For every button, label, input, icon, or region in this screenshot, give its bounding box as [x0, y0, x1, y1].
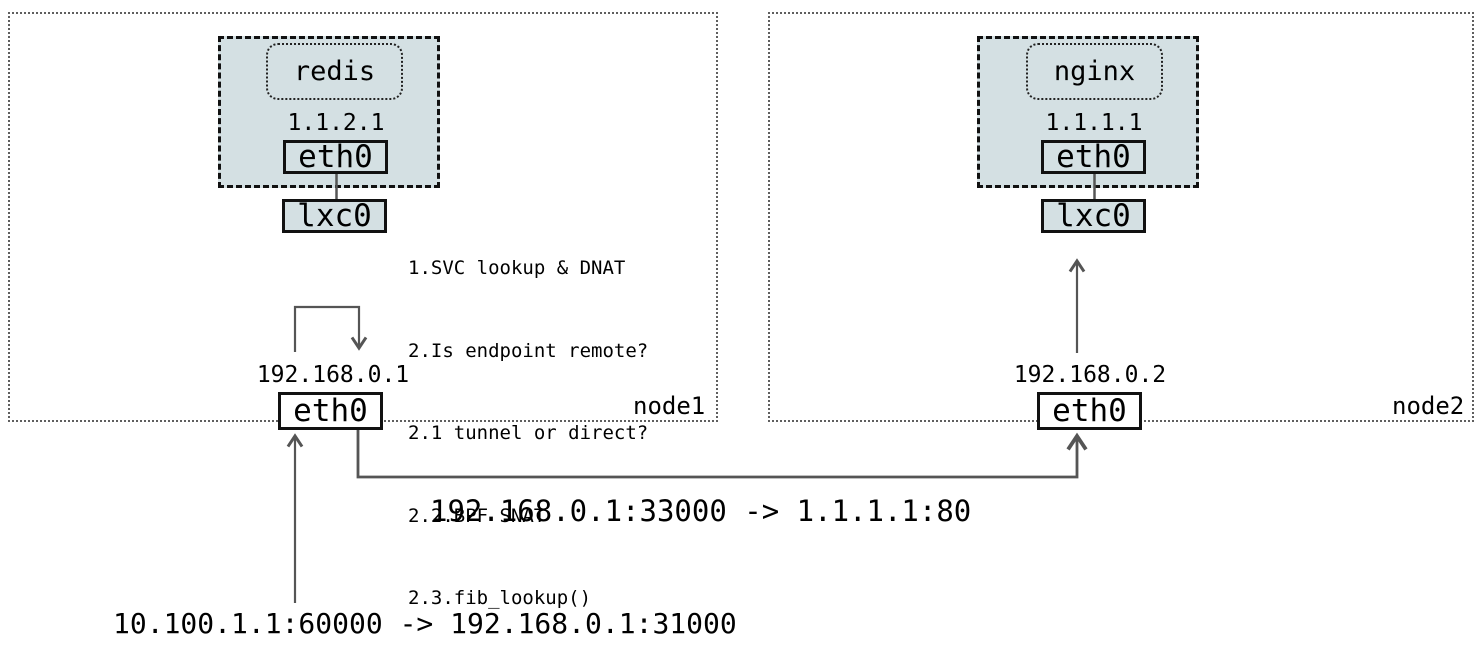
annotation-line: 2.Is endpoint remote? — [408, 339, 649, 362]
node1-host-eth0-label: eth0 — [293, 392, 368, 429]
annotation-line: 2.3.fib_lookup() — [408, 587, 592, 609]
node2-app-box: nginx — [1026, 43, 1163, 100]
node2-container-eth0-box: eth0 — [1041, 140, 1146, 174]
node2-host-eth0-box: eth0 — [1037, 392, 1142, 430]
node1-host-ip: 192.168.0.1 — [256, 362, 410, 388]
node2-host-ip: 192.168.0.2 — [1013, 362, 1167, 388]
node1-lxc0-label: lxc0 — [297, 197, 372, 234]
node2-container-eth0-label: eth0 — [1056, 138, 1131, 175]
node1-container-eth0-label: eth0 — [298, 138, 373, 175]
annotation-line: 2.1 tunnel or direct? — [408, 422, 649, 444]
node1-lxc0-box: lxc0 — [282, 199, 387, 233]
node2-pod-box — [977, 36, 1199, 188]
ingress-flow-label: 10.100.1.1:60000 -> 192.168.0.1:31000 — [113, 607, 737, 640]
node2-app-label: nginx — [1053, 56, 1136, 87]
node1-app-label: redis — [293, 56, 376, 87]
node1-app-box: redis — [266, 43, 403, 100]
datapath-annotations: 1.SVC lookup & DNAT 2.Is endpoint remote… — [408, 200, 648, 651]
node1-container-eth0-box: eth0 — [283, 140, 388, 174]
node1-container-ip: 1.1.2.1 — [287, 110, 385, 136]
node2-lxc0-box: lxc0 — [1041, 199, 1146, 233]
cross-node-flow-label: 192.168.0.1:33000 -> 1.1.1.1:80 — [430, 494, 972, 528]
node2-container-ip: 1.1.1.1 — [1045, 110, 1143, 136]
annotation-line: 1.SVC lookup & DNAT — [408, 257, 626, 279]
node2-lxc0-label: lxc0 — [1056, 197, 1131, 234]
node1-label: node1 — [633, 392, 706, 420]
annotation-line: 2.2.BPF SNAT — [408, 504, 546, 527]
node1-pod-box — [218, 36, 440, 188]
node1-host-eth0-box: eth0 — [278, 392, 383, 430]
node2-host-eth0-label: eth0 — [1052, 392, 1127, 429]
node2-label: node2 — [1392, 392, 1465, 420]
